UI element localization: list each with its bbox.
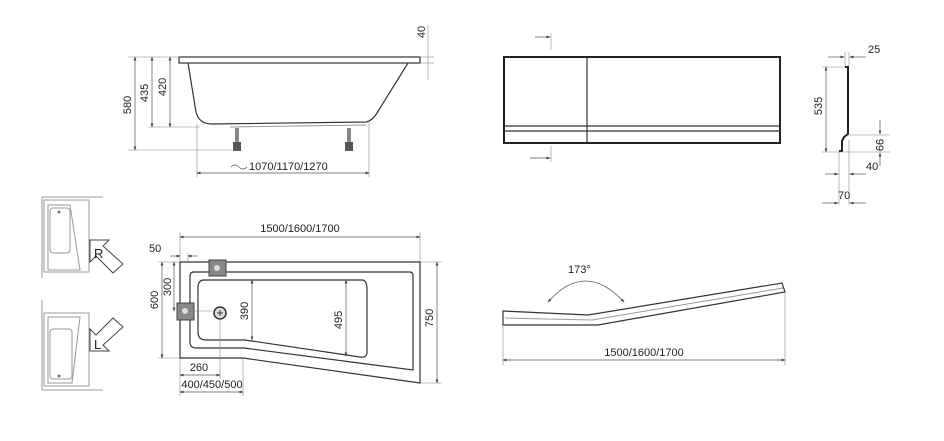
panel-outline — [503, 56, 781, 144]
dim-narrow-length: 400/450/500 — [181, 379, 242, 391]
dim-495: 495 — [333, 311, 345, 329]
dim-390: 390 — [239, 302, 251, 320]
panel-profile: 535 25 99 40 70 — [813, 44, 890, 205]
tub-rim — [178, 56, 421, 64]
dim-300: 300 — [162, 278, 174, 296]
dim-length: 1500/1600/1700 — [260, 223, 340, 235]
dim-99: 99 — [873, 139, 885, 151]
dim-260: 260 — [190, 362, 208, 374]
orientation-r: R — [94, 246, 103, 261]
dim-750: 750 — [424, 309, 436, 327]
dim-50: 50 — [149, 243, 161, 255]
dim-580: 580 — [122, 96, 134, 114]
arrow-right-icon — [89, 239, 124, 274]
tub-outline — [179, 261, 421, 384]
dim-25: 25 — [868, 44, 880, 56]
angle-arc — [547, 280, 625, 303]
dim-angle: 173° — [568, 264, 591, 276]
orientation-icons: R L — [41, 196, 124, 391]
dim-435: 435 — [139, 84, 151, 102]
arrow-left-icon — [89, 317, 124, 352]
dim-420: 420 — [157, 78, 169, 96]
leg-left — [233, 128, 241, 151]
dim-535: 535 — [813, 97, 825, 115]
leg-right — [345, 128, 353, 151]
dim-600: 600 — [149, 291, 161, 309]
profile-shape — [839, 66, 849, 152]
top-view: 1500/1600/1700 50 600 300 390 495 750 26… — [149, 223, 442, 396]
orientation-l: L — [94, 337, 101, 352]
dim-panel-length: 1500/1600/1700 — [604, 347, 684, 359]
dim-40-step: 40 — [866, 161, 878, 173]
side-view: 580 435 420 40 1070/1170/1270 — [122, 25, 434, 177]
front-panel — [503, 33, 781, 162]
panel-plan: 173° 1500/1600/1700 — [502, 264, 786, 365]
dim-40: 40 — [416, 26, 428, 38]
dim-leg-span: 1070/1170/1270 — [249, 161, 328, 173]
tub-body — [187, 62, 409, 125]
dim-70: 70 — [838, 190, 850, 202]
